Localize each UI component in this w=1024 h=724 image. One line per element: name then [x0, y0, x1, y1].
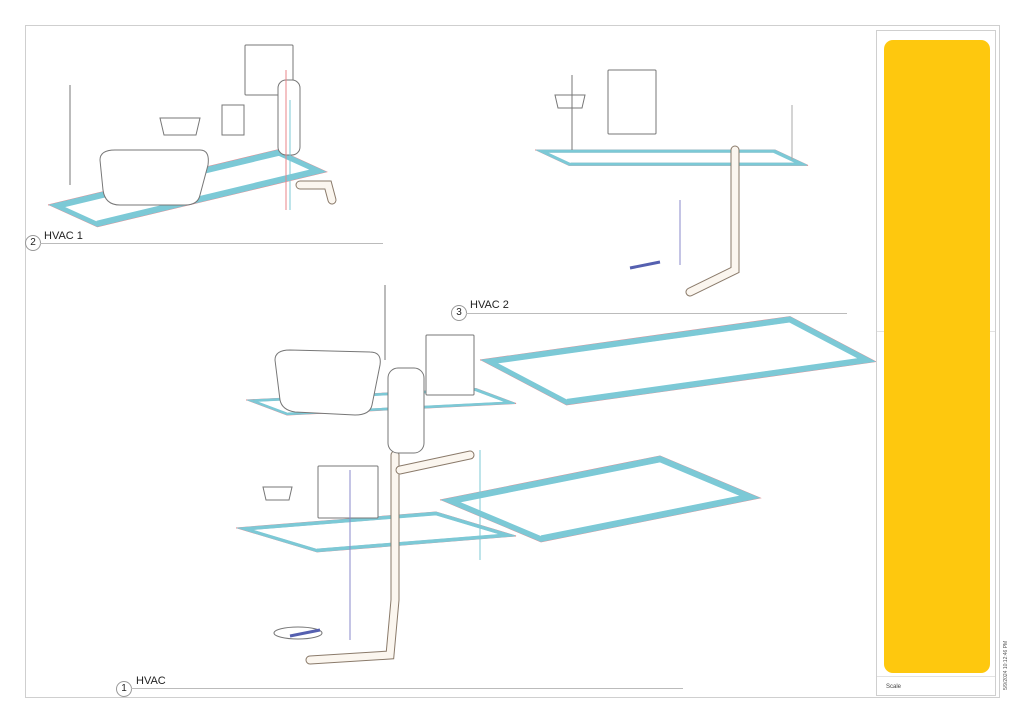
- view-title-hvac1: HVAC 1: [44, 230, 83, 242]
- bathtub: [274, 349, 381, 416]
- washing-machine: [607, 69, 657, 135]
- floor-heating-loop: [480, 316, 877, 406]
- sink: [159, 117, 201, 136]
- bathtub: [99, 149, 209, 206]
- view-title-line: [466, 313, 847, 314]
- valve-assembly: [289, 628, 321, 638]
- water-tank: [387, 367, 425, 454]
- valve-assembly: [629, 260, 661, 270]
- floor-heating-loop: [246, 388, 516, 416]
- drain-pipe: [396, 451, 474, 474]
- drawing-sheet-border: [25, 25, 1000, 698]
- drain-pipe: [306, 451, 399, 664]
- drain-pipe: [296, 181, 336, 204]
- toilet: [221, 104, 245, 136]
- title-block-highlight: [884, 40, 990, 673]
- water-tank: [277, 79, 301, 156]
- boiler-unit: [425, 334, 475, 396]
- view-title-line: [40, 243, 383, 244]
- view-title-hvac: HVAC: [136, 675, 166, 687]
- view-number-1: 1: [116, 681, 132, 697]
- floor-heating-loop: [535, 149, 808, 166]
- washing-machine: [317, 465, 379, 519]
- view-title-line: [131, 688, 683, 689]
- view-title-hvac2: HVAC 2: [470, 299, 509, 311]
- floor-heating-loop: [440, 455, 761, 543]
- drain-pipe: [686, 146, 739, 296]
- view-number-3: 3: [451, 305, 467, 321]
- floor-heating-loop: [479, 316, 878, 406]
- view-number-2: 2: [25, 235, 41, 251]
- scale-label: Scale: [886, 684, 902, 690]
- sink: [554, 94, 586, 109]
- sink: [262, 486, 293, 501]
- floor-heating-loop: [236, 511, 516, 553]
- print-timestamp: 5/9/2024 10:12:46 PM: [1003, 640, 1009, 690]
